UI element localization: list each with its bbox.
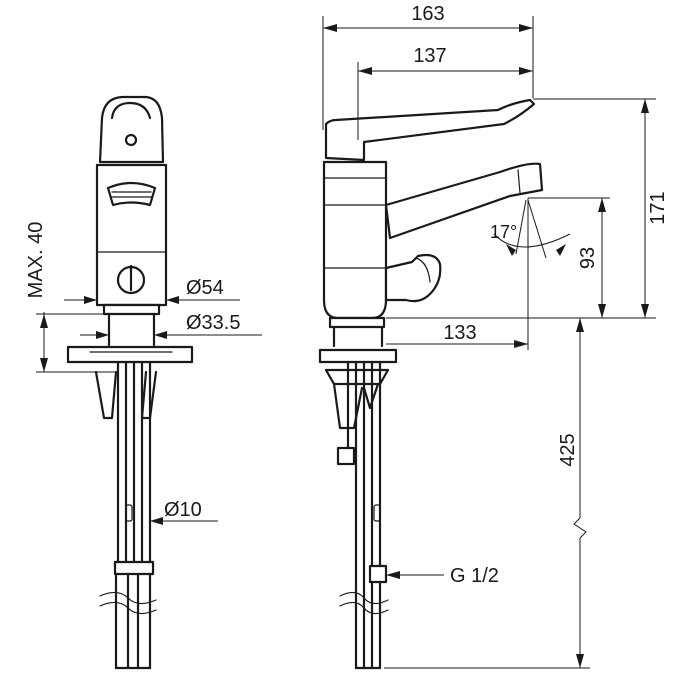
front-mounting-plate — [66, 345, 194, 364]
front-hoses — [116, 360, 152, 570]
front-body — [95, 163, 168, 307]
side-dimensions: 163 137 171 93 133 17° — [322, 3, 669, 669]
dim-thread-g12: G 1/2 — [450, 565, 499, 587]
dim-93: 93 — [577, 247, 599, 269]
dim-diameter-54: Ø54 — [186, 277, 224, 299]
dim-133: 133 — [443, 322, 476, 344]
front-dimensions: MAX. 40 Ø54 Ø33.5 Ø10 — [25, 222, 262, 525]
side-body — [322, 160, 388, 320]
side-mounting-plate — [318, 348, 398, 364]
dim-diameter-10: Ø10 — [164, 499, 202, 521]
side-view — [318, 98, 544, 670]
dim-max-40: MAX. 40 — [25, 222, 47, 299]
dim-137: 137 — [413, 45, 446, 67]
dim-425: 425 — [557, 433, 579, 466]
dim-163: 163 — [411, 3, 444, 25]
dim-angle-17: 17° — [490, 222, 517, 242]
side-spout — [384, 162, 544, 240]
front-view — [66, 95, 194, 670]
side-hoses — [346, 360, 382, 670]
side-knob — [384, 253, 442, 303]
side-handle — [324, 98, 536, 162]
front-handle — [98, 95, 165, 164]
dim-171: 171 — [647, 191, 669, 224]
dim-diameter-33-5: Ø33.5 — [186, 312, 240, 334]
